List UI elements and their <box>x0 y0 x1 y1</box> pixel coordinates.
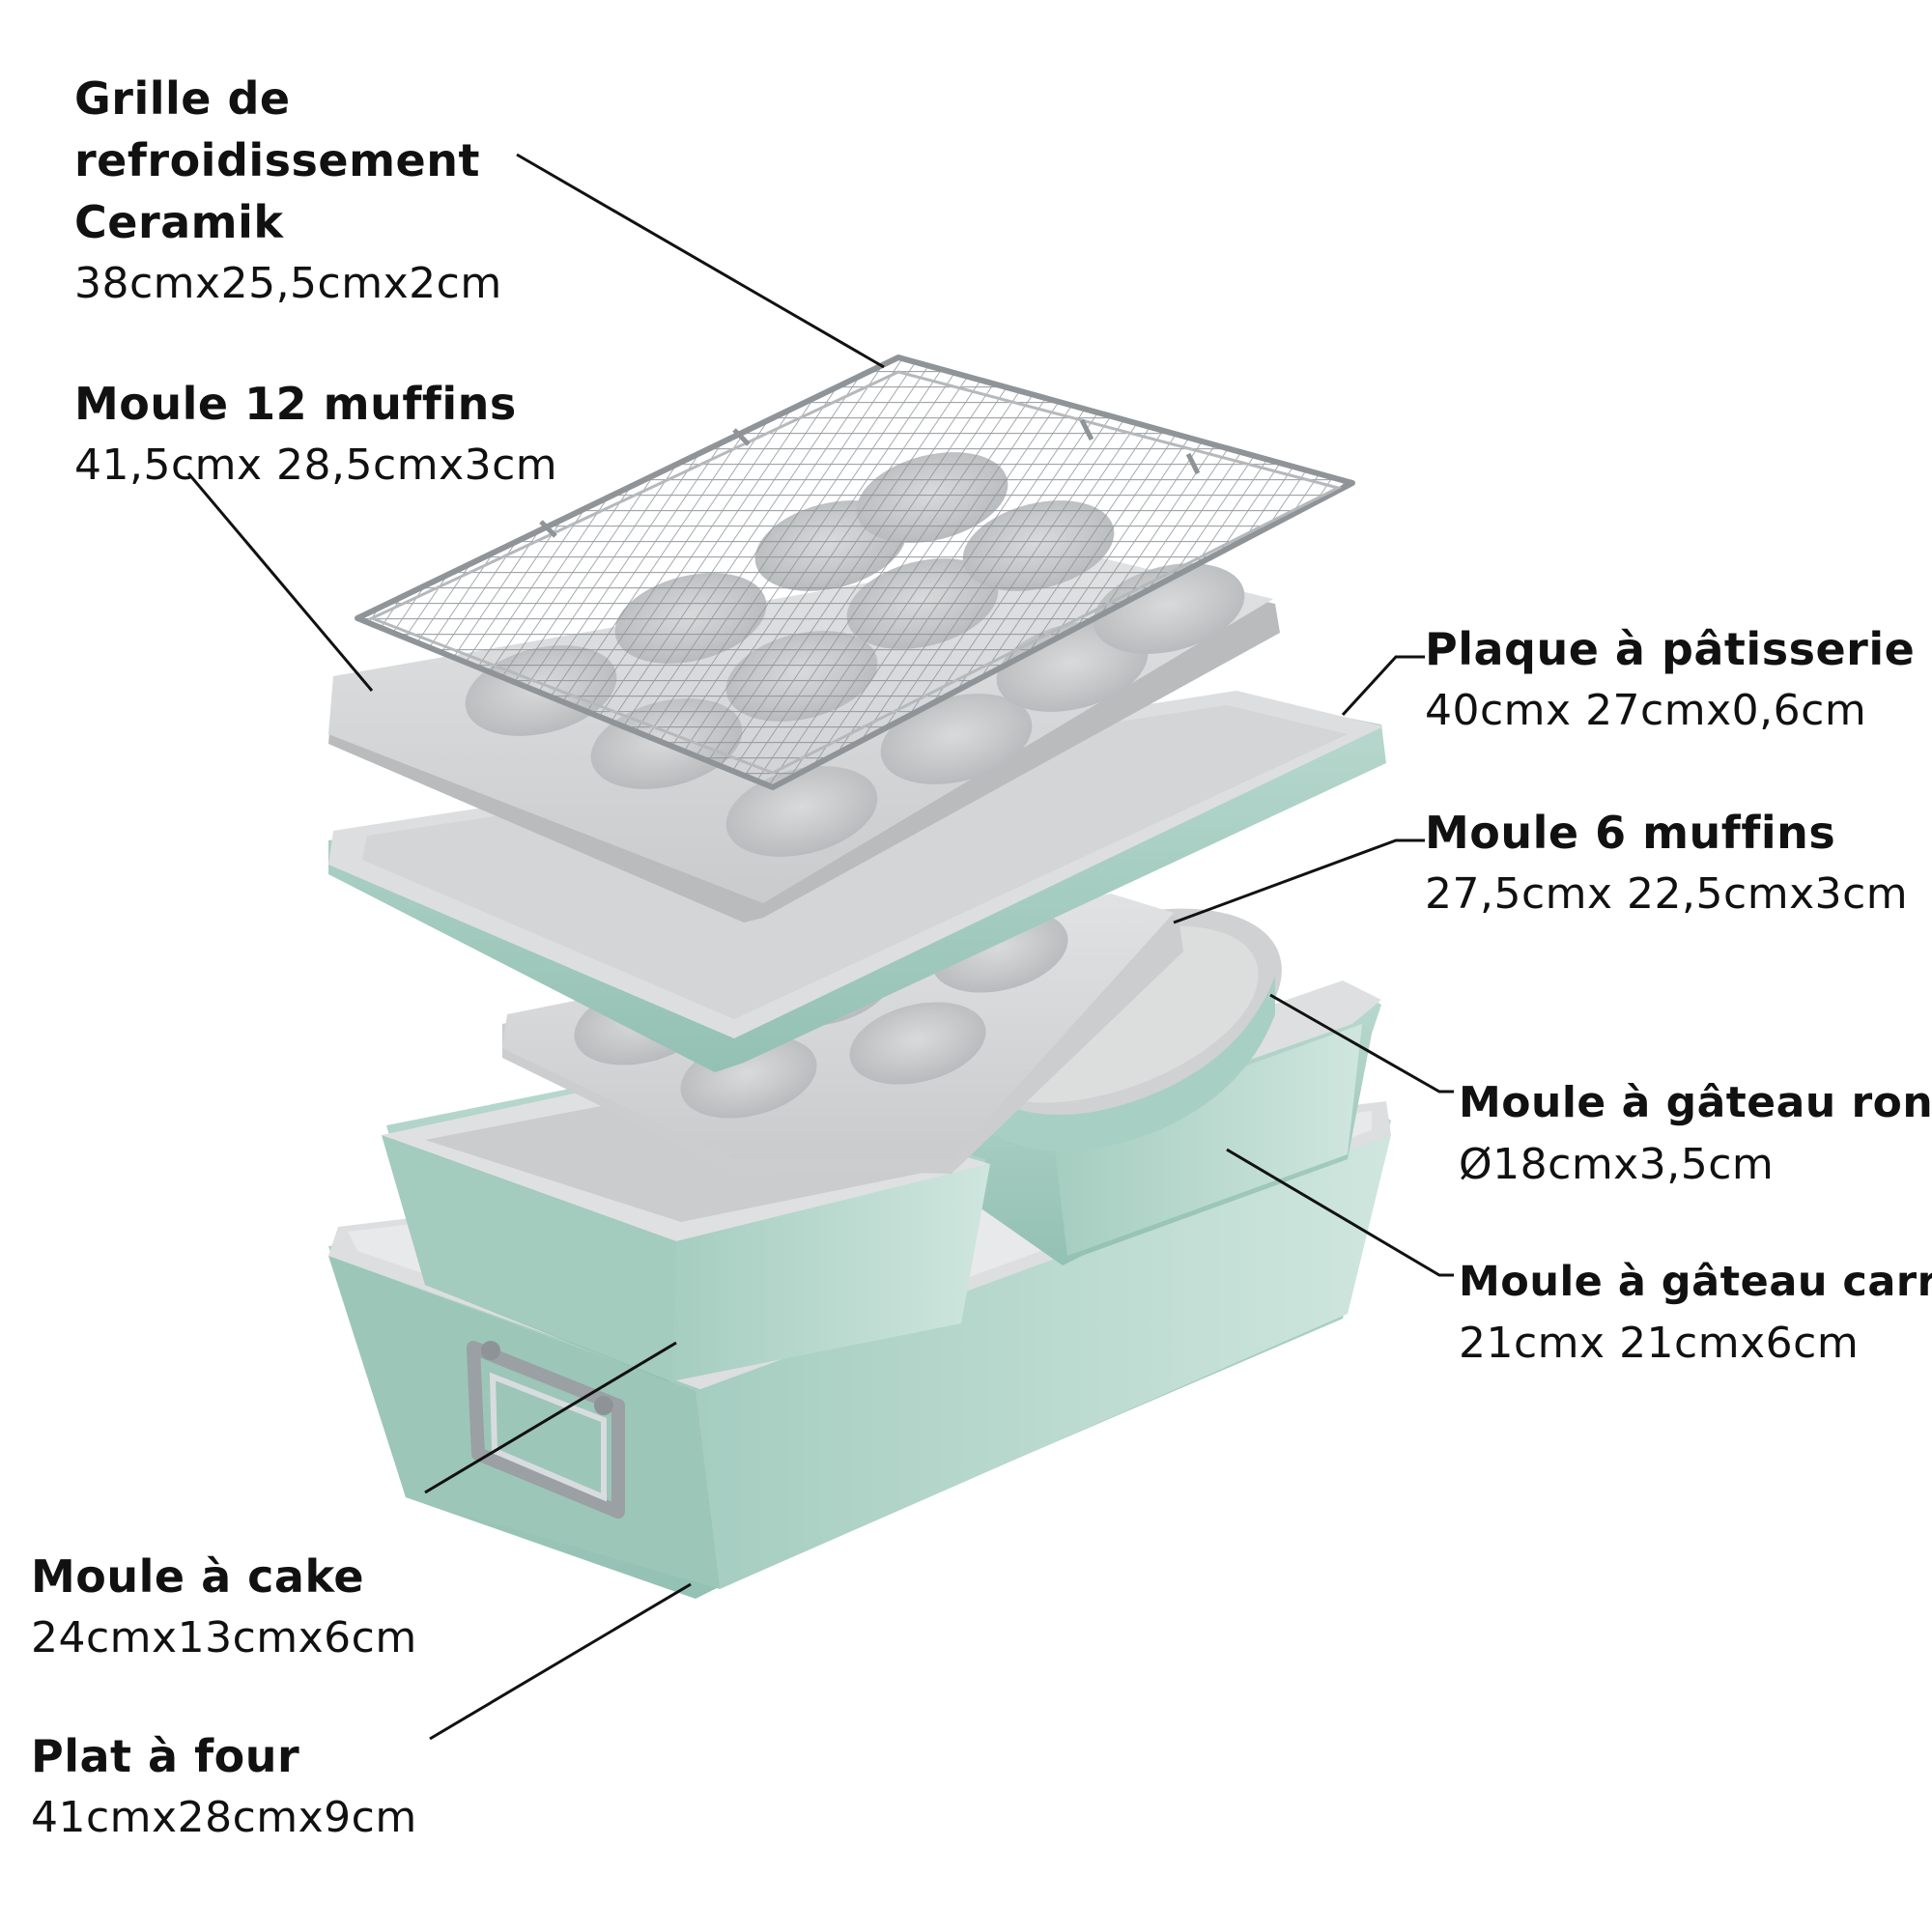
leader-line-cake <box>424 1341 677 1494</box>
leader-line-grille <box>516 153 885 369</box>
label-moule12: Moule 12 muffins 41,5cmx 28,5cmx3cm <box>74 373 557 497</box>
label-name-line: refroidissement <box>74 134 480 186</box>
leader-line-plaque <box>1341 655 1425 717</box>
label-cake: Moule à cake 24cmx13cmx6cm <box>31 1546 417 1669</box>
label-name-line: Moule 12 muffins <box>74 378 517 430</box>
label-name-line: Ceramik <box>74 196 284 248</box>
label-dimensions: 24cmx13cmx6cm <box>31 1613 417 1662</box>
cooling-rack <box>355 355 1355 790</box>
label-name-line: Moule 6 muffins <box>1425 807 1836 859</box>
leader-line-four <box>429 1582 692 1741</box>
label-grille: Grille de refroidissement Ceramik 38cmx2… <box>74 68 502 315</box>
label-dimensions: 41,5cmx 28,5cmx3cm <box>74 440 558 490</box>
label-name-line: Grille de <box>74 72 291 125</box>
label-name-line: Plat à four <box>31 1730 300 1782</box>
label-dimensions: Ø18cmx3,5cm <box>1459 1140 1775 1189</box>
label-dimensions: 27,5cmx 22,5cmx3cm <box>1425 869 1909 919</box>
leader-line-moule6 <box>1173 838 1425 924</box>
label-dimensions: 21cmx 21cmx6cm <box>1459 1319 1860 1368</box>
label-carre: Moule à gâteau carré 21cmx 21cmx6cm <box>1459 1251 1932 1375</box>
leader-line-carre <box>1226 1148 1454 1277</box>
leader-line-moule12 <box>186 472 374 692</box>
label-name-line: Moule à gâteau carré <box>1459 1258 1932 1306</box>
label-plaque: Plaque à pâtisserie 40cmx 27cmx0,6cm <box>1425 618 1915 742</box>
label-dimensions: 41cmx28cmx9cm <box>31 1793 417 1842</box>
roasting-dish-handle <box>467 1341 625 1519</box>
label-name-line: Plaque à pâtisserie <box>1425 623 1916 675</box>
label-name-line: Moule à cake <box>31 1550 365 1603</box>
leader-lines <box>186 153 1454 1741</box>
label-name-line: Moule à gâteau rond <box>1459 1078 1932 1127</box>
leader-line-rond <box>1269 993 1454 1094</box>
label-rond: Moule à gâteau rond Ø18cmx3,5cm <box>1459 1072 1932 1196</box>
label-moule6: Moule 6 muffins 27,5cmx 22,5cmx3cm <box>1425 802 1908 925</box>
label-dimensions: 40cmx 27cmx0,6cm <box>1425 686 1867 735</box>
label-four: Plat à four 41cmx28cmx9cm <box>31 1725 417 1849</box>
label-dimensions: 38cmx25,5cmx2cm <box>74 259 502 308</box>
